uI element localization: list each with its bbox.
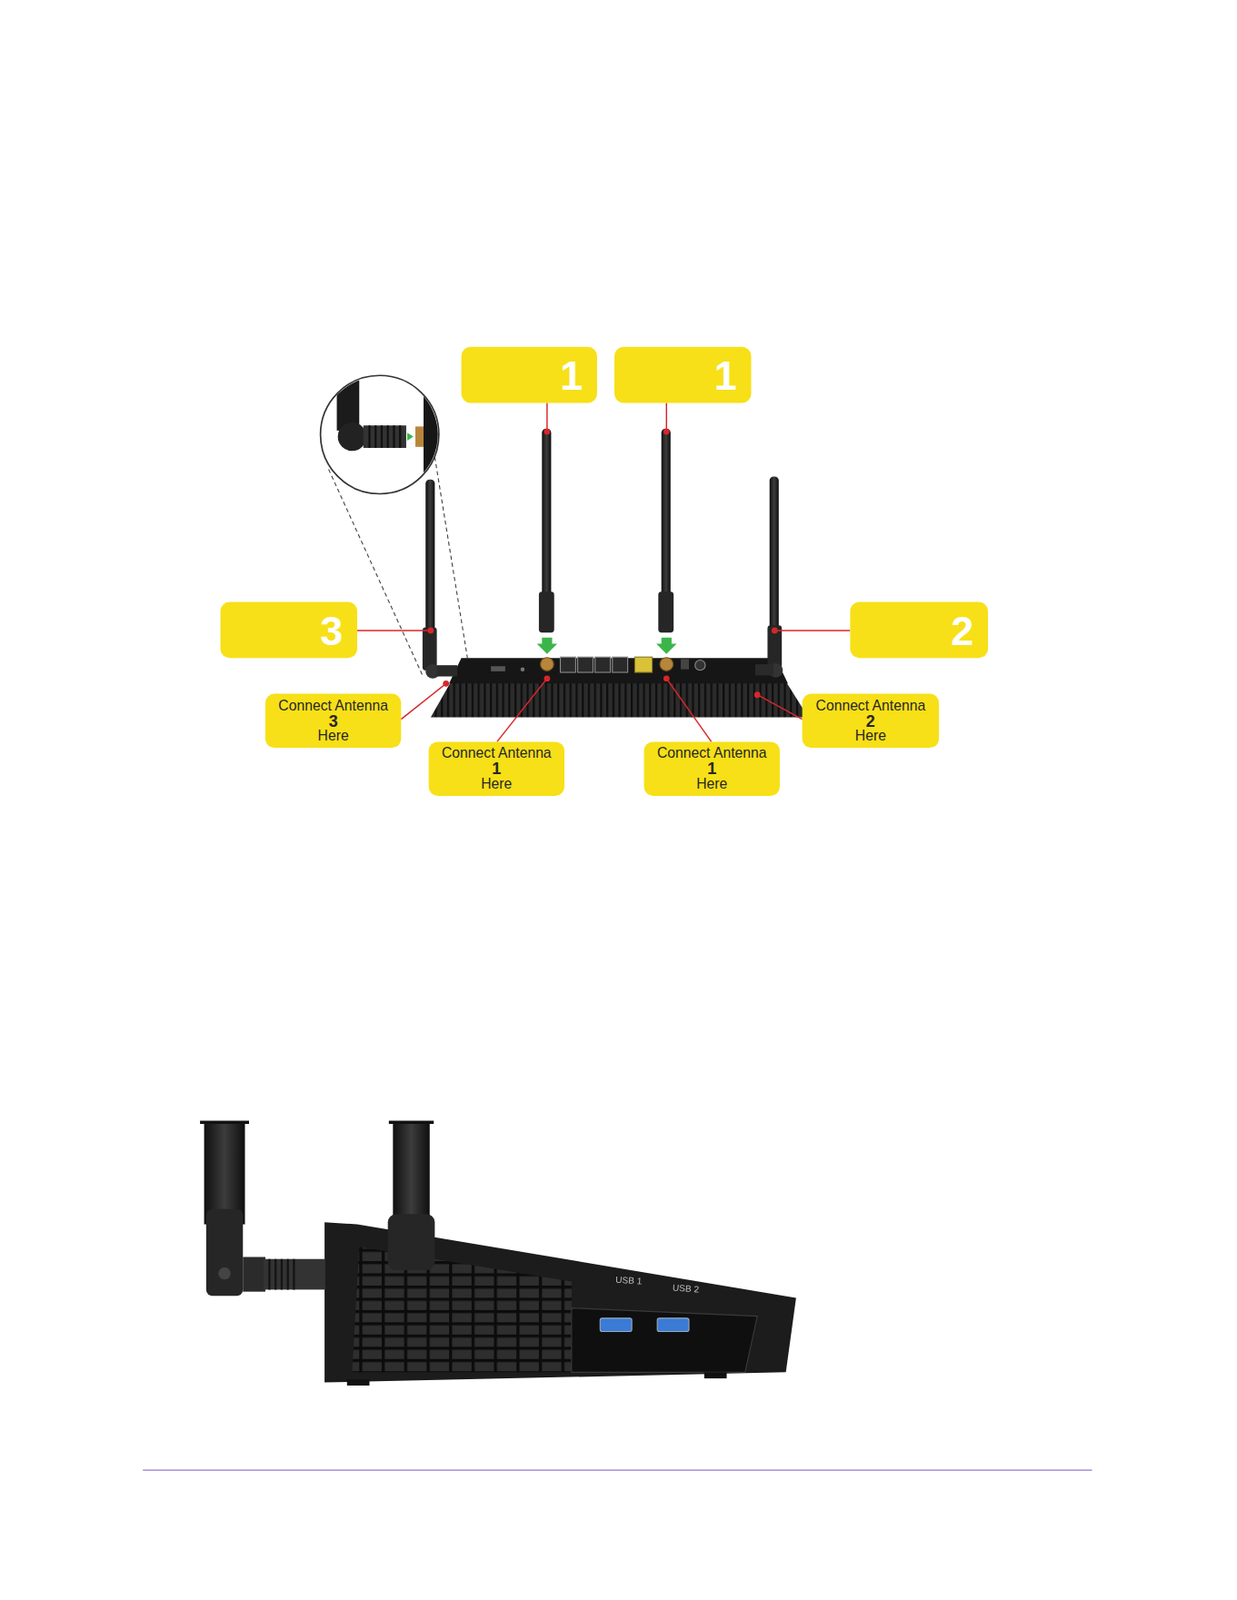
usb-recess xyxy=(571,1308,758,1374)
antenna-connector xyxy=(540,658,555,672)
antenna-base xyxy=(658,591,674,633)
callout-text: Connect Antenna xyxy=(278,698,389,714)
callout-text: Here xyxy=(318,728,350,745)
thread-lines xyxy=(369,425,401,449)
insert-arrow xyxy=(537,638,558,655)
callout-text: Here xyxy=(855,728,887,745)
callout-box: Connect Antenna2Here xyxy=(802,694,939,749)
insert-arrow xyxy=(407,432,414,441)
antenna-rod xyxy=(661,428,671,598)
lan-port xyxy=(578,657,594,673)
leader-line xyxy=(400,683,446,719)
router-grille xyxy=(430,681,809,718)
port-label: USB 2 xyxy=(672,1283,700,1296)
threaded-connector xyxy=(263,1259,325,1291)
callout-box: Connect Antenna1Here xyxy=(428,741,565,797)
callout-text: Here xyxy=(696,777,728,793)
callout-text: Connect Antenna xyxy=(816,698,927,714)
side-grille xyxy=(351,1246,571,1373)
callout-number: 1 xyxy=(559,352,583,398)
callout-box: 1 xyxy=(614,347,751,404)
callout-box: 2 xyxy=(849,602,988,659)
leader-line xyxy=(497,678,548,743)
antenna-base xyxy=(538,591,555,633)
callout-box: 3 xyxy=(220,602,358,659)
callout-text: Here xyxy=(480,777,512,793)
lan-port xyxy=(559,657,576,673)
leader-line xyxy=(357,629,431,631)
callout-text: Connect Antenna xyxy=(657,746,768,762)
leader-dot xyxy=(663,428,670,436)
foot xyxy=(347,1379,370,1387)
antenna-rod xyxy=(337,367,360,431)
callout-box: Connect Antenna3Here xyxy=(265,694,401,749)
foot xyxy=(704,1372,728,1379)
leader-lines xyxy=(357,403,850,743)
leader-dot xyxy=(544,675,551,682)
leader-line xyxy=(666,403,668,431)
callout-number: 3 xyxy=(319,608,343,653)
leader-dot xyxy=(771,628,779,635)
thread-lines xyxy=(269,1259,294,1291)
antenna-rod xyxy=(541,428,551,598)
antenna-base xyxy=(767,625,782,669)
antenna-hinge xyxy=(338,422,367,451)
threaded-connector xyxy=(363,425,407,449)
insert-arrow xyxy=(656,638,677,655)
callout-text: 1 xyxy=(707,761,717,778)
callout-number: 1 xyxy=(714,352,738,398)
leader-dot xyxy=(544,428,551,436)
usb-port xyxy=(599,1318,632,1333)
antenna-hinge xyxy=(218,1267,230,1280)
antenna-mount xyxy=(437,665,458,677)
usb-port xyxy=(657,1318,689,1333)
antenna-rod xyxy=(425,479,435,633)
port-label: USB 1 xyxy=(615,1275,643,1287)
reset-hole xyxy=(520,667,525,671)
internet-port xyxy=(634,657,652,673)
leader-line xyxy=(546,403,548,431)
antenna-rod xyxy=(769,476,779,629)
callout-number: 2 xyxy=(950,608,974,653)
zoom-guide xyxy=(434,457,468,659)
antenna-base xyxy=(422,628,438,671)
switch xyxy=(490,666,506,672)
router-edge xyxy=(423,367,444,510)
leader-line xyxy=(757,695,802,720)
antenna-cut xyxy=(389,1121,434,1125)
antenna-connector xyxy=(659,658,674,672)
leader-dots xyxy=(428,428,779,699)
leader-dot xyxy=(663,675,670,682)
leader-line xyxy=(666,678,711,743)
leader-dot xyxy=(754,691,761,699)
lan-port xyxy=(612,657,629,673)
antenna-base xyxy=(206,1209,243,1297)
callout-text: 3 xyxy=(329,713,339,729)
leader-dot xyxy=(428,628,435,635)
callout-text: 1 xyxy=(491,761,501,778)
lan-port xyxy=(595,657,611,673)
power-jack xyxy=(695,660,706,671)
footer-rule xyxy=(142,1469,1092,1472)
callout-box: Connect Antenna1Here xyxy=(644,741,780,797)
antenna-base xyxy=(388,1214,436,1271)
antenna-cut xyxy=(199,1121,250,1125)
leader-line xyxy=(774,629,850,631)
leader-dot xyxy=(442,680,449,688)
antenna-connector xyxy=(415,426,424,447)
power-button xyxy=(680,658,689,669)
zoom-circle xyxy=(320,375,439,494)
callout-text: 2 xyxy=(866,713,876,729)
callout-text: Connect Antenna xyxy=(441,746,552,762)
antenna-mount xyxy=(755,664,774,676)
callout-box: 1 xyxy=(461,347,598,404)
antenna-joint xyxy=(242,1256,266,1292)
zoom-detail xyxy=(337,367,445,510)
